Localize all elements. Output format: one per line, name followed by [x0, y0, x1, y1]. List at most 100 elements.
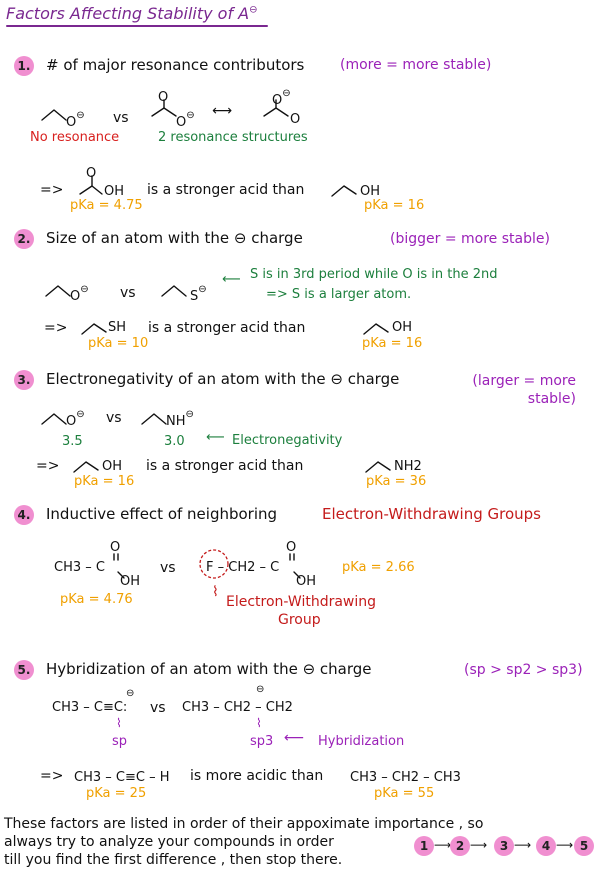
- en-nitrogen: 3.0: [164, 434, 185, 449]
- acetic-acid-oh: OH: [104, 184, 125, 199]
- hyb-sp3: sp3: [250, 734, 274, 749]
- acetate-1-o-top: O: [158, 90, 169, 105]
- size-annotation-2: => S is a larger atom.: [266, 287, 412, 302]
- ethanol-structure-3: [73, 461, 99, 473]
- section-4-vs: vs: [160, 560, 176, 576]
- acetic-acid-bonds: [113, 553, 125, 579]
- pka-ethanol-1: pKa = 16: [364, 198, 425, 213]
- ethoxide-o: O⊖: [66, 110, 85, 130]
- resonance-structures-label: 2 resonance structures: [158, 130, 308, 145]
- sequence-step-3: 3: [494, 836, 514, 856]
- pka-acetic-4: pKa = 4.76: [60, 592, 133, 607]
- pka-acetic: pKa = 4.75: [70, 198, 143, 213]
- arrow-to-hyb: ⟵: [284, 730, 305, 746]
- acetylide: CH3 – C≡C:: [52, 700, 128, 715]
- title-underline: [6, 25, 268, 27]
- propyne: CH3 – C≡C – H: [74, 770, 170, 785]
- section-2-vs: vs: [120, 285, 136, 301]
- hyb-sp: sp: [112, 734, 128, 749]
- sequence-step-2: 2: [450, 836, 470, 856]
- ethoxide-o-2: O⊖: [70, 284, 89, 304]
- propyl-charge: ⊖: [256, 684, 265, 695]
- ethanethiol-structure: [81, 323, 107, 335]
- footer-line-1: These factors are listed in order of the…: [4, 816, 484, 832]
- ethanethiol-sh: SH: [108, 320, 127, 335]
- footer-line-2: always try to analyze your compounds in …: [4, 834, 334, 850]
- ethanol-structure-1: [331, 185, 357, 197]
- sequence-arrow-4: ⟶: [556, 838, 574, 852]
- ethylamide-structure: [141, 413, 167, 425]
- section-5-vs: vs: [150, 700, 166, 716]
- section-1-heading: # of major resonance contributors: [46, 56, 305, 74]
- acetate-1-o: O⊖: [176, 110, 195, 130]
- section-1-note: (more = more stable): [340, 57, 492, 73]
- section-1-implies: =>: [40, 182, 64, 198]
- ethoxide-structure-2: [45, 285, 71, 297]
- ethanol-oh-3: OH: [102, 459, 123, 474]
- pka-ethylamine: pKa = 36: [366, 474, 427, 489]
- pka-propane: pKa = 55: [374, 786, 435, 801]
- pka-fluoroacetic: pKa = 2.66: [342, 560, 415, 575]
- sp-brace: ⌇: [116, 716, 122, 730]
- arrow-to-en: ⟵: [206, 430, 225, 445]
- acetate-2-o: O: [290, 112, 301, 127]
- section-3-heading: Electronegativity of an atom with the ⊖ …: [46, 370, 400, 388]
- fluoroacetic-bonds: [289, 553, 301, 579]
- ethoxide-structure-3: [41, 413, 67, 425]
- section-3-number: 3.: [14, 370, 34, 390]
- ethylamide-nh: NH⊖: [166, 409, 194, 429]
- ethoxide-structure: [41, 109, 67, 121]
- fluoroacetic-o: O: [286, 540, 297, 555]
- section-1-number: 1.: [14, 56, 34, 76]
- acetic-acid-oh-4: OH: [120, 574, 141, 589]
- section-1-vs: vs: [113, 110, 129, 126]
- sp3-brace: ⌇: [256, 716, 262, 730]
- section-3-vs: vs: [106, 410, 122, 426]
- ethanethiolate-structure: [161, 285, 187, 297]
- ewg-label-1: Electron-Withdrawing: [226, 594, 377, 610]
- acetic-acid-o: O: [86, 166, 97, 181]
- acetic-acid-structure: [79, 175, 103, 195]
- section-3-conclusion: is a stronger acid than: [146, 458, 304, 474]
- ewg-brace: ⌇: [212, 584, 219, 600]
- section-5-note: (sp > sp2 > sp3): [464, 662, 583, 678]
- acetate-2-o-top: O⊖: [272, 88, 291, 108]
- sequence-step-1: 1: [414, 836, 434, 856]
- section-3-implies: =>: [36, 458, 60, 474]
- fluoroacetic-oh: OH: [296, 574, 317, 589]
- acetate-structure-2: [263, 99, 289, 117]
- pka-ethanethiol: pKa = 10: [88, 336, 149, 351]
- pka-ethanol-3: pKa = 16: [74, 474, 135, 489]
- pka-propyne: pKa = 25: [86, 786, 147, 801]
- section-3-note: (larger = more stable): [472, 373, 576, 407]
- section-5-conclusion: is more acidic than: [190, 768, 324, 784]
- propyl-anion: CH3 – CH2 – CH2: [182, 700, 293, 715]
- acetylide-charge: ⊖: [126, 688, 135, 699]
- fluoroacetic-acid: F – CH2 – C: [206, 560, 280, 575]
- sequence-step-4: 4: [536, 836, 556, 856]
- acetic-acid-ch3c: CH3 – C: [54, 560, 105, 575]
- ethylamine-nh2: NH2: [394, 459, 422, 474]
- section-2-note: (bigger = more stable): [390, 231, 550, 247]
- hyb-label: Hybridization: [318, 734, 405, 749]
- ewg-label-2: Group: [278, 612, 321, 628]
- section-4-heading-red: Electron-Withdrawing Groups: [322, 505, 541, 523]
- ethanol-oh-1: OH: [360, 184, 381, 199]
- sequence-step-5: 5: [574, 836, 594, 856]
- section-5-implies: =>: [40, 768, 64, 784]
- acetic-acid-o-4: O: [110, 540, 121, 555]
- en-oxygen: 3.5: [62, 434, 83, 449]
- section-2-implies: =>: [44, 320, 68, 336]
- en-label: Electronegativity: [232, 433, 343, 448]
- section-4-number: 4.: [14, 505, 34, 525]
- section-2-heading: Size of an atom with the ⊖ charge: [46, 229, 303, 247]
- footer-line-3: till you find the first difference , the…: [4, 852, 343, 868]
- ethanol-oh-2: OH: [392, 320, 413, 335]
- ethoxide-o-3: O⊖: [66, 409, 85, 429]
- section-5-heading: Hybridization of an atom with the ⊖ char…: [46, 660, 372, 678]
- resonance-arrow: ⟷: [212, 103, 233, 119]
- fluorine-dashed-circle: [199, 549, 229, 579]
- acetate-structure-1: [151, 99, 177, 117]
- sequence-arrow-3: ⟶: [514, 838, 532, 852]
- ethanethiolate-s: S⊖: [190, 284, 207, 304]
